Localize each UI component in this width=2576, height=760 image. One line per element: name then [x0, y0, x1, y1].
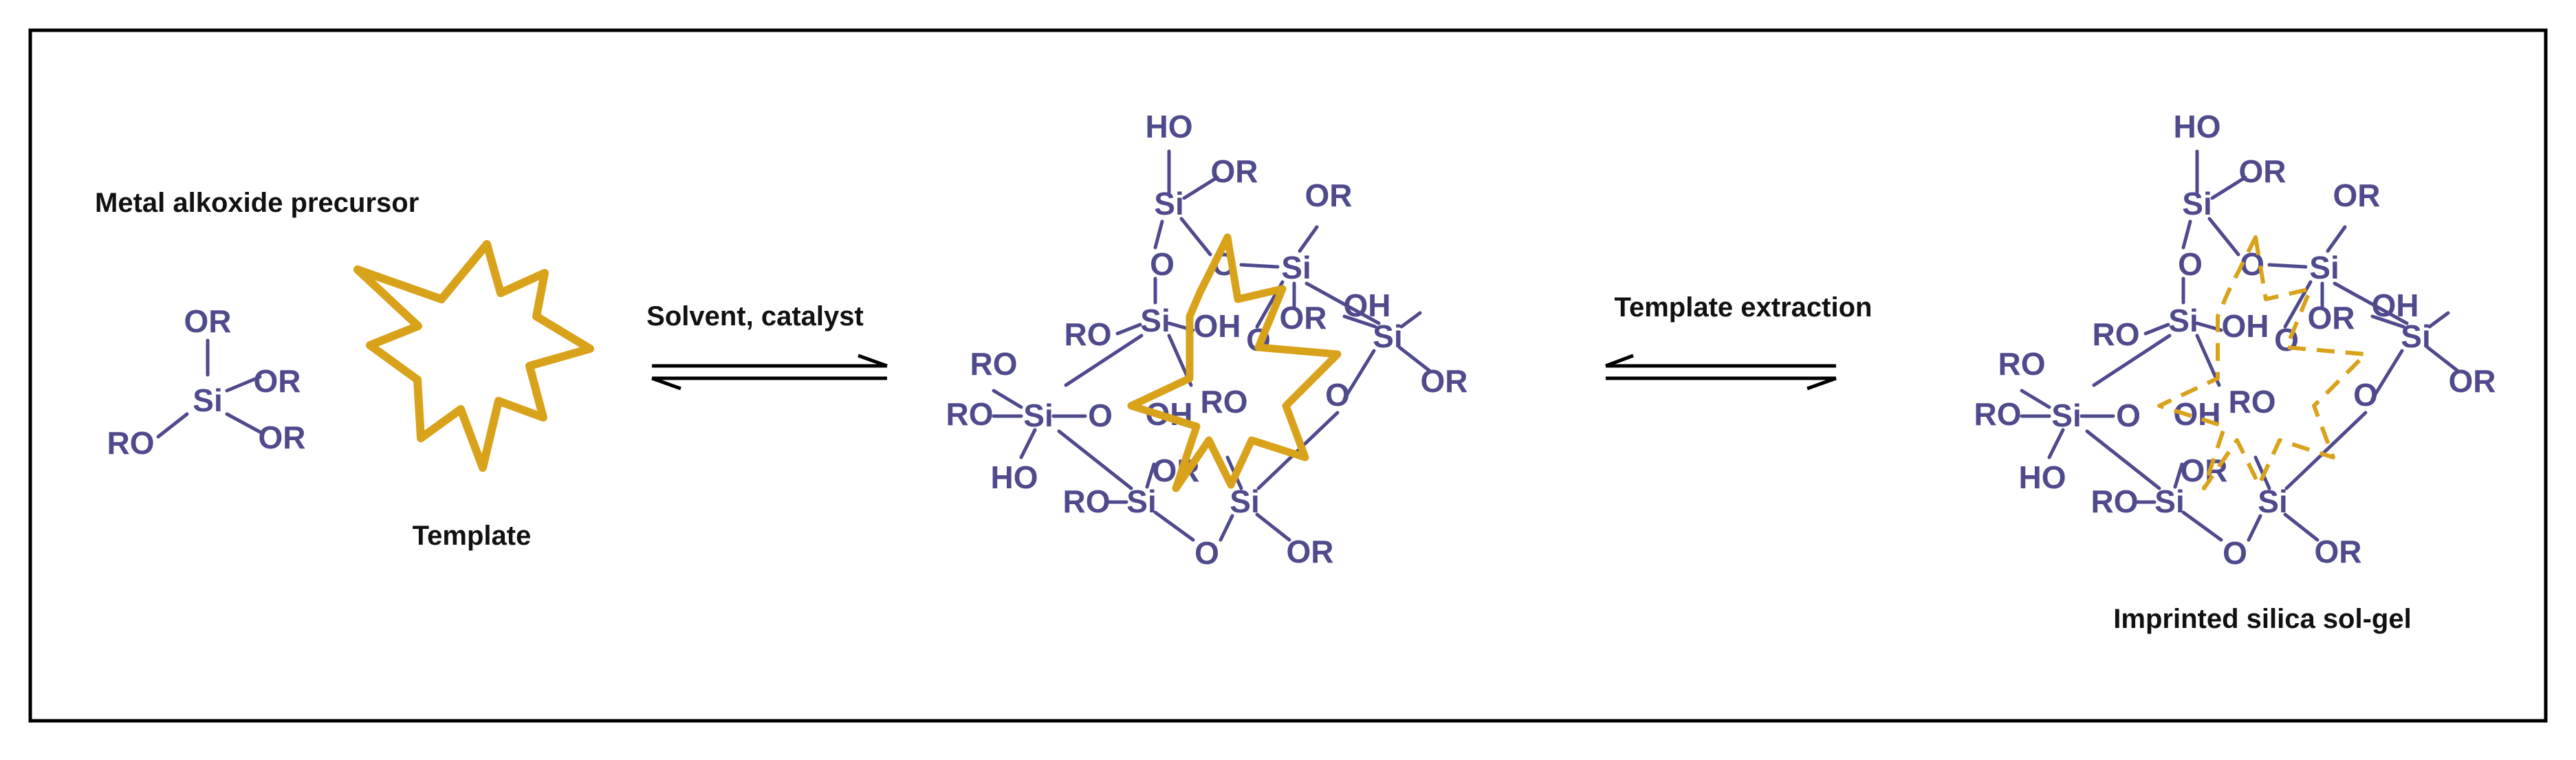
- mid-si-far-right: Si: [1373, 318, 1402, 354]
- mid-si-upper: Si: [1154, 186, 1183, 221]
- mid-ho-top: HO: [1146, 109, 1193, 144]
- imp-si-right: Si: [2309, 250, 2339, 285]
- precursor-caption: Metal alkoxide precursor: [95, 188, 419, 218]
- imp-ro-1: RO: [2093, 316, 2140, 352]
- mid-si-left: Si: [1023, 398, 1053, 433]
- mid-ro-4: RO: [1201, 384, 1248, 420]
- mid-o-5: O: [1088, 398, 1113, 433]
- imp-or-lower: OR: [2181, 453, 2228, 488]
- mid-si-upper-left: Si: [1140, 303, 1170, 338]
- mid-ro-5: RO: [1063, 484, 1111, 519]
- mid-oh-1: OH: [1194, 308, 1241, 344]
- mid-or-right-top: OR: [1305, 177, 1353, 213]
- mid-o-1: O: [1150, 246, 1175, 282]
- imp-o-1: O: [2178, 246, 2203, 282]
- imp-oh-1: OH: [2222, 308, 2269, 344]
- imp-si-lower-left: Si: [2154, 484, 2184, 519]
- imp-o-5: O: [2116, 398, 2141, 433]
- imp-o-4: O: [2353, 377, 2378, 413]
- network-with-template: HO Si OR O O Si RO OH Si OR OR OH O Si O…: [946, 109, 1468, 571]
- mid-ho-bottom: HO: [991, 459, 1038, 495]
- mid-si-lower-left: Si: [1126, 484, 1156, 519]
- imp-or-right: OR: [2308, 300, 2355, 336]
- mid-or-bottom: OR: [1287, 534, 1334, 569]
- template-caption: Template: [413, 521, 532, 551]
- mid-ro-3: RO: [946, 396, 994, 432]
- embedded-template-icon: [1127, 233, 1342, 492]
- imprinted-network: HO Si OR O O Si RO OH Si OR OR OH O Si O…: [1974, 109, 2496, 571]
- mid-or-right: OR: [1280, 300, 1327, 336]
- atom-or-right: OR: [254, 363, 301, 399]
- atom-ro-left: RO: [107, 425, 155, 461]
- mid-or-upper: OR: [1211, 153, 1258, 189]
- figure-frame: [28, 28, 2548, 723]
- imp-si-left: Si: [2051, 398, 2081, 433]
- mid-o-6: O: [1194, 535, 1219, 571]
- imprinted-cavity-icon: [2157, 235, 2368, 490]
- imp-ho-top: HO: [2174, 109, 2221, 144]
- mid-oh-right: OH: [1344, 287, 1391, 323]
- equilibrium-arrows-icon: [651, 354, 888, 391]
- mid-si-lower-right: Si: [1230, 484, 1259, 519]
- imp-ro-5: RO: [2091, 484, 2139, 519]
- atom-si: Si: [193, 382, 222, 418]
- imp-ro-2: RO: [1998, 346, 2046, 382]
- mid-o-4: O: [1325, 377, 1350, 413]
- imp-si-lower-right: Si: [2258, 484, 2287, 519]
- atom-or-top: OR: [184, 303, 232, 339]
- mid-or-far-right: OR: [1421, 363, 1468, 399]
- imp-ro-3: RO: [1974, 396, 2022, 432]
- imp-si-upper-left: Si: [2168, 303, 2198, 338]
- metal-alkoxide-molecule: OR Si OR OR RO: [107, 303, 306, 461]
- imp-ro-4: RO: [2229, 384, 2276, 420]
- template-star-icon: [353, 240, 594, 472]
- imp-oh-right: OH: [2372, 287, 2419, 323]
- mid-ro-1: RO: [1065, 316, 1112, 352]
- imp-or-bottom: OR: [2315, 534, 2362, 569]
- imp-or-far-right: OR: [2449, 363, 2496, 399]
- imp-si-upper: Si: [2182, 186, 2212, 221]
- imp-si-far-right: Si: [2401, 318, 2430, 354]
- imp-or-right-top: OR: [2333, 177, 2381, 213]
- step1-caption: Solvent, catalyst: [646, 301, 864, 332]
- mid-si-right: Si: [1281, 250, 1311, 285]
- atom-or-lower: OR: [259, 420, 306, 455]
- mid-ro-2: RO: [970, 346, 1018, 382]
- imp-or-upper: OR: [2239, 153, 2286, 189]
- step2-caption: Template extraction: [1615, 292, 1873, 323]
- equilibrium-arrows-icon: [1605, 354, 1837, 391]
- imp-o-6: O: [2223, 535, 2247, 571]
- imp-ho-bottom: HO: [2019, 459, 2066, 495]
- product-caption: Imprinted silica sol-gel: [2113, 604, 2411, 634]
